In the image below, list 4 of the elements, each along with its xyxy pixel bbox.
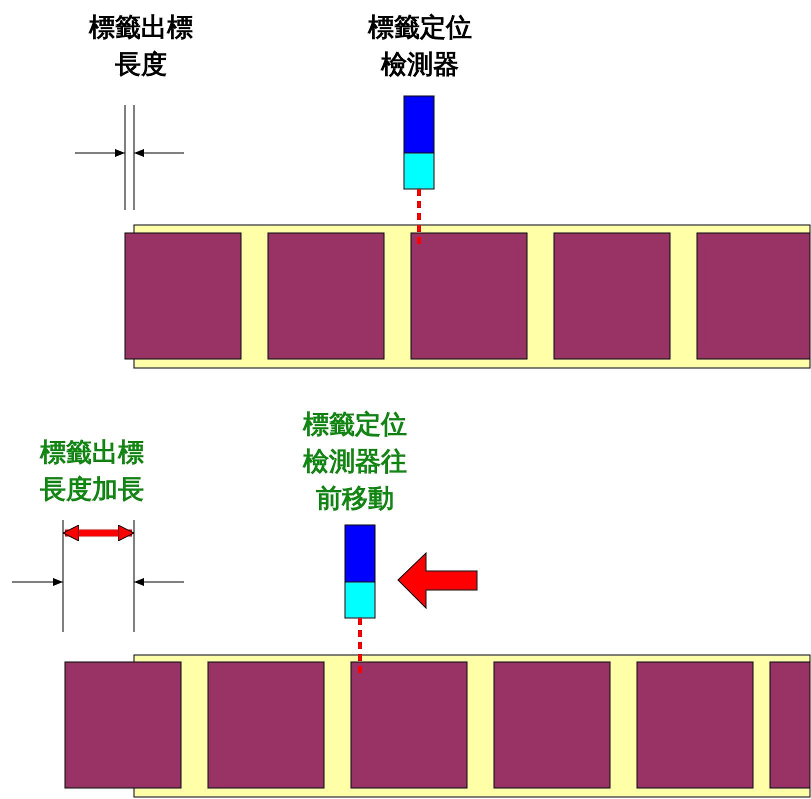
caption-text: 標籤定位檢測器 <box>366 12 473 82</box>
caption-text: 標籤定位檢測器往前移動 <box>302 409 408 516</box>
caption-text: 標籤出標長度加長 <box>38 437 145 507</box>
caption-text: 標籤出標長度 <box>88 12 194 82</box>
